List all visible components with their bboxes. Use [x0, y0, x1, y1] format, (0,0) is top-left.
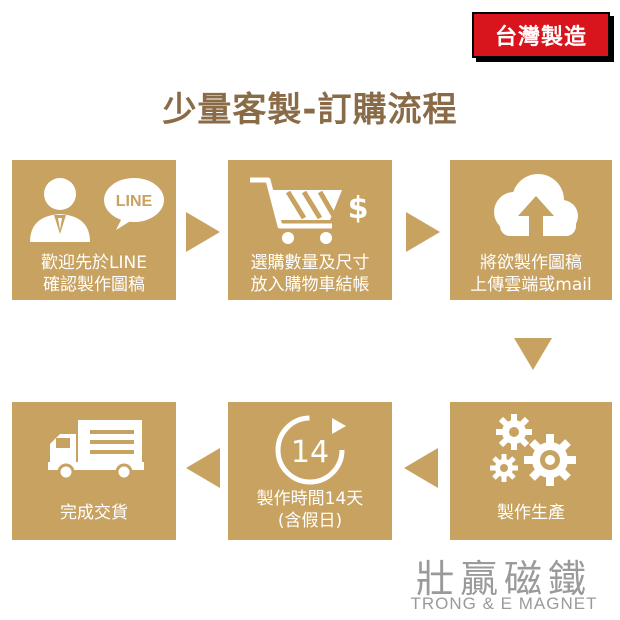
step-3-line1: 將欲製作圖稿	[480, 253, 582, 273]
cloud-upload-icon	[494, 174, 578, 236]
step-1-line1: 歡迎先於LINE	[41, 253, 147, 273]
step-2-line1: 選購數量及尺寸	[250, 253, 370, 273]
step-2-line2: 放入購物車結帳	[250, 275, 370, 295]
days-number: 14	[291, 435, 329, 470]
step-card-add-to-cart: $ 選購數量及尺寸 放入購物車結帳	[228, 160, 392, 300]
step-1-line2: 確認製作圖稿	[43, 275, 145, 295]
step-card-production: 製作生產	[450, 402, 612, 540]
brand-logo-english: TRONG & E MAGNET	[410, 594, 598, 613]
clock-14-icon: 14	[275, 415, 346, 485]
gears-icon	[490, 414, 576, 486]
delivery-truck-icon	[48, 420, 144, 481]
arrow-left-icon	[186, 448, 220, 488]
arrow-right-icon	[186, 212, 220, 252]
step-card-line-confirm: LINE 歡迎先於LINE 確認製作圖稿	[12, 160, 176, 300]
dollar-sign: $	[348, 191, 369, 226]
step-5-line2: (含假日)	[277, 511, 343, 531]
step-card-upload-artwork: 將欲製作圖稿 上傳雲端或mail	[450, 160, 612, 300]
step-card-delivery: 完成交貨	[12, 402, 176, 540]
step-6-label: 完成交貨	[60, 503, 128, 523]
page-title: 少量客製-訂購流程	[162, 90, 458, 130]
person-line-icon: LINE	[30, 178, 164, 242]
step-5-line1: 製作時間14天	[256, 489, 364, 509]
line-bubble-text: LINE	[116, 193, 153, 210]
brand-logo-chinese: 壯贏磁鐵	[415, 557, 592, 601]
arrow-left-icon	[404, 448, 438, 488]
step-card-production-time: 14 製作時間14天 (含假日)	[228, 402, 392, 540]
shopping-cart-icon: $	[250, 177, 369, 244]
made-in-taiwan-badge: 台灣製造	[472, 12, 610, 58]
step-4-label: 製作生產	[497, 503, 565, 523]
arrow-right-icon	[406, 212, 440, 252]
arrow-down-icon	[514, 338, 552, 370]
step-3-line2: 上傳雲端或mail	[470, 275, 592, 295]
